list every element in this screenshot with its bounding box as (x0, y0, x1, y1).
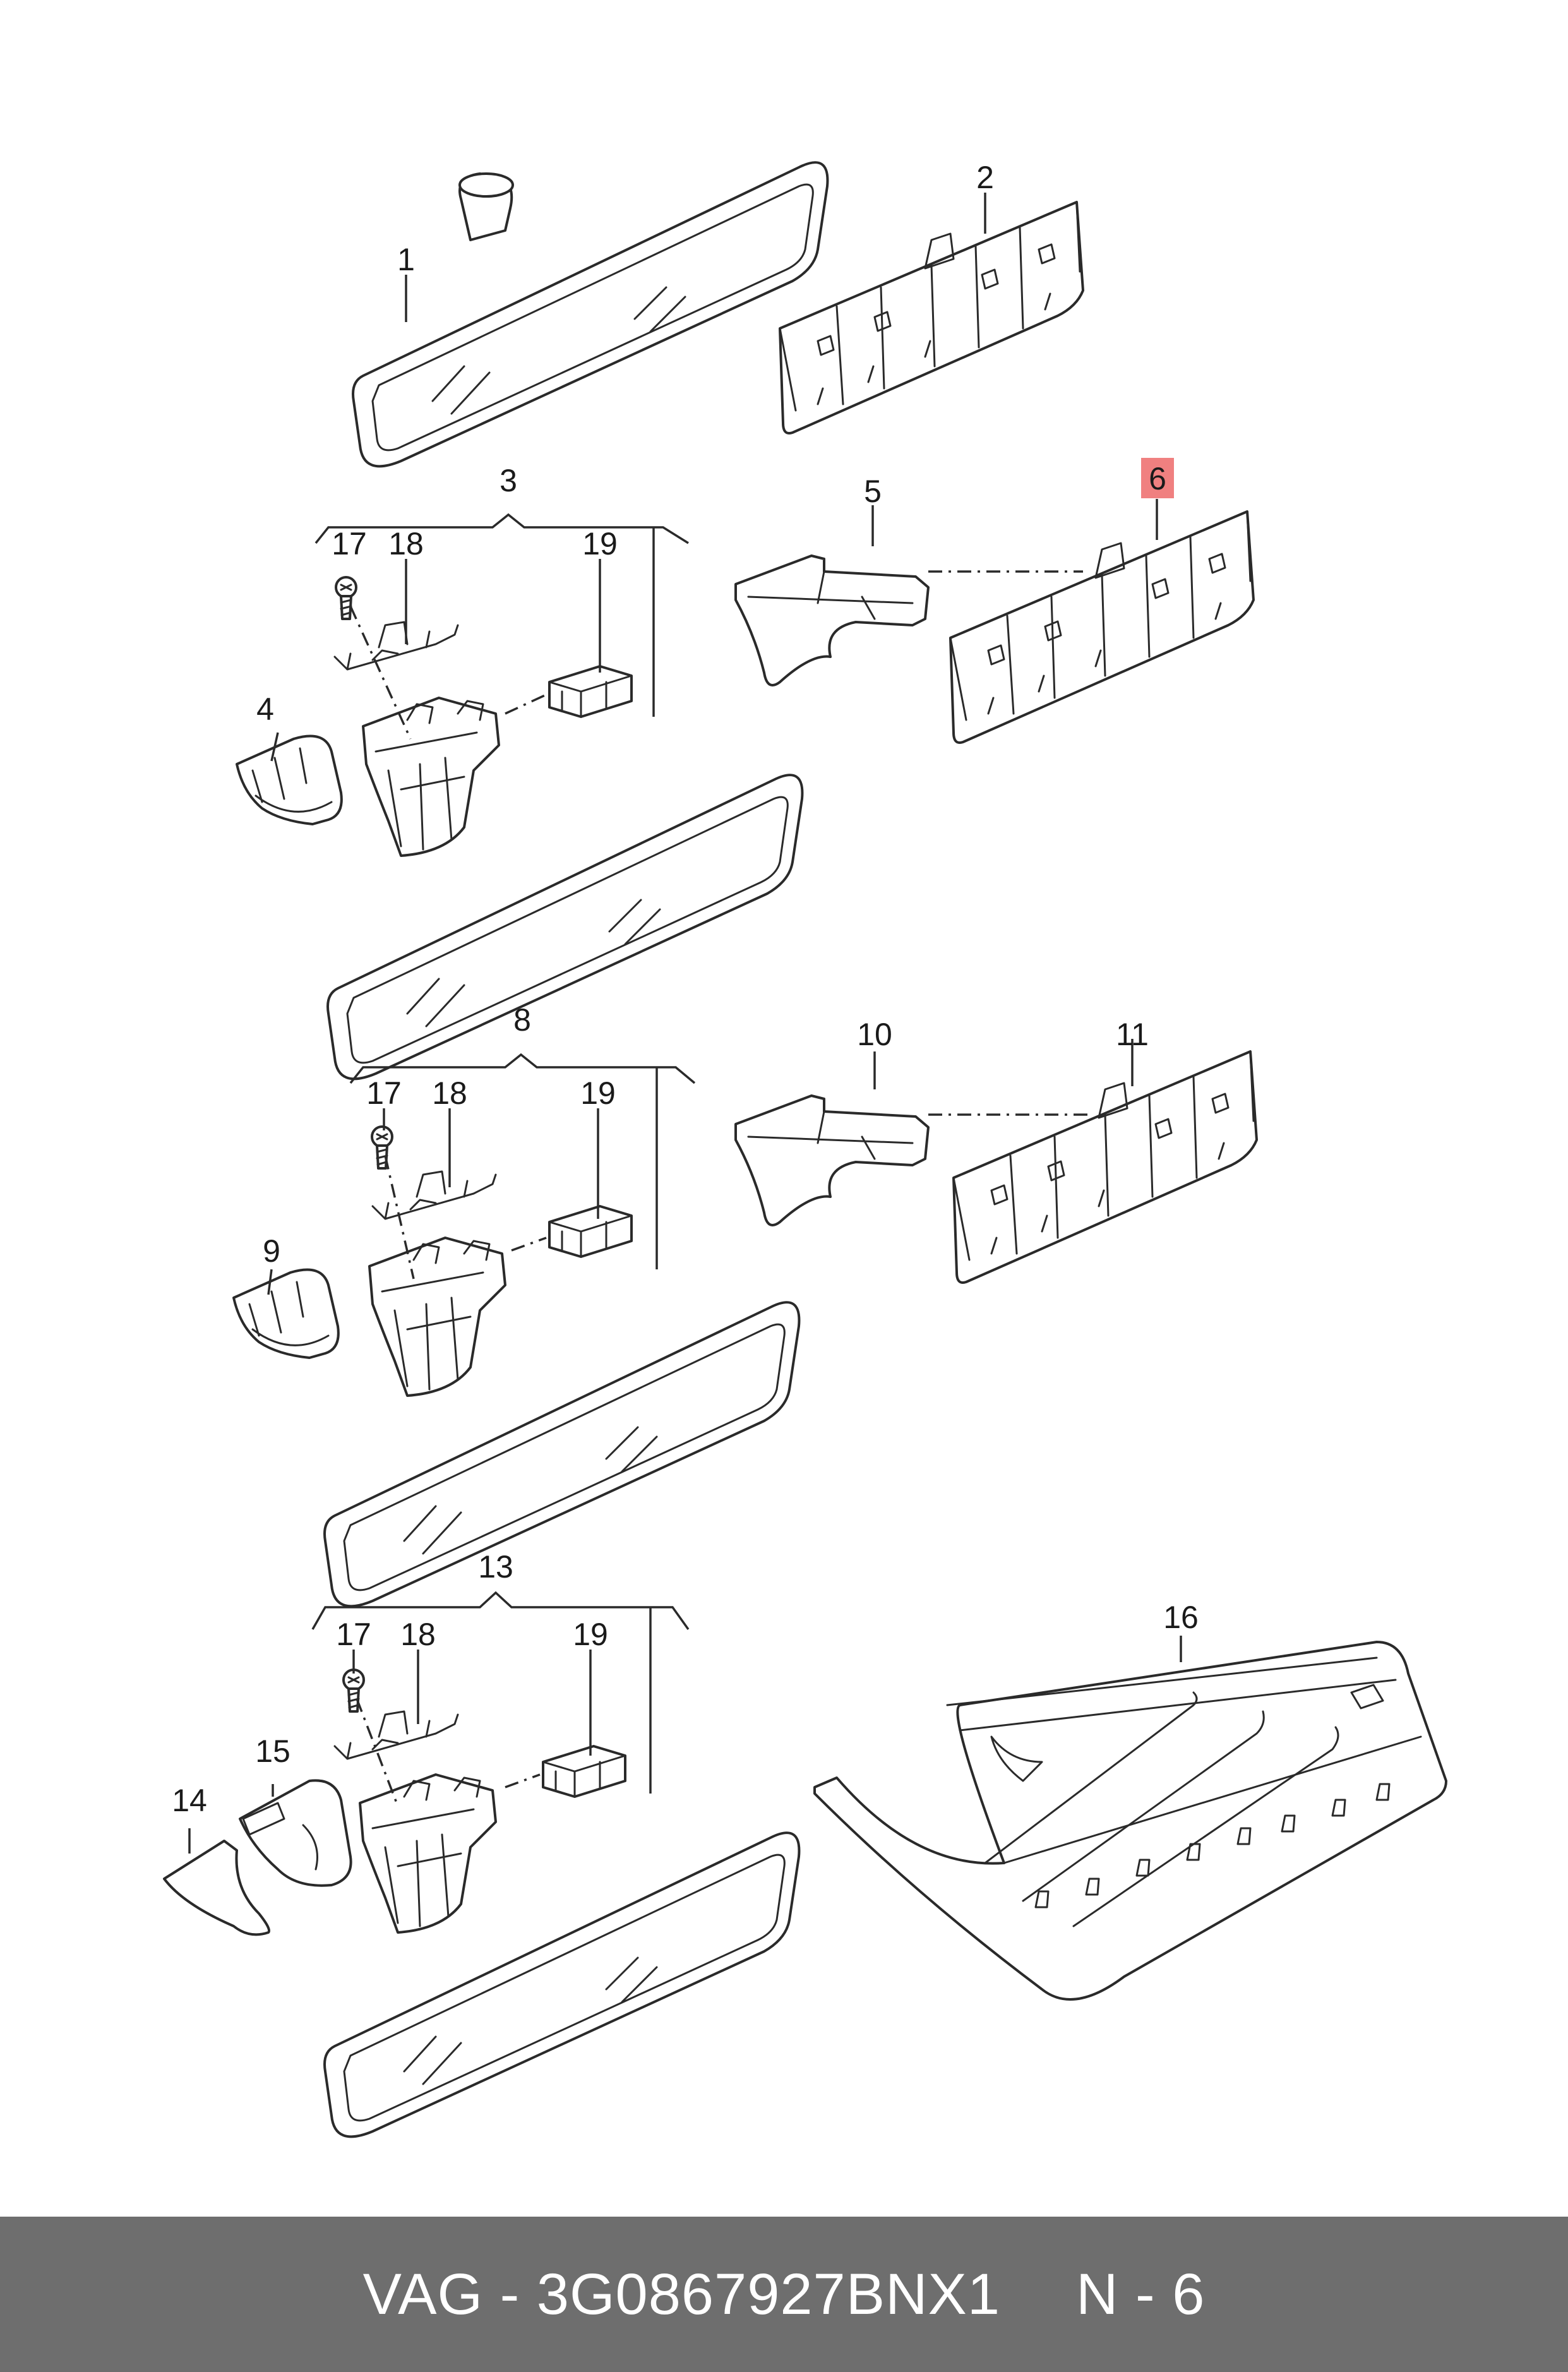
part-1-mirror (352, 161, 829, 468)
label-16: 16 (1163, 1600, 1199, 1635)
part-labels: 1 2 3 17 18 19 4 5 6 8 17 18 19 9 10 11 … (172, 160, 1199, 1818)
part-5-cover (734, 505, 930, 686)
group-13-assembly (163, 1591, 801, 2138)
label-17-b: 17 (366, 1075, 402, 1111)
group-8-assembly (232, 1053, 801, 1608)
label-2: 2 (976, 160, 994, 195)
label-1: 1 (397, 242, 415, 277)
label-14: 14 (172, 1783, 207, 1818)
label-3: 3 (500, 463, 517, 498)
label-13: 13 (478, 1549, 513, 1584)
group-3-assembly (236, 513, 804, 1081)
label-18-b: 18 (432, 1075, 467, 1111)
highlight-box (1141, 458, 1174, 498)
part-16-tray (813, 1636, 1447, 2001)
label-10: 10 (857, 1017, 892, 1052)
parts-diagram: 1 2 3 17 18 19 4 5 6 8 17 18 19 9 10 11 … (163, 160, 1447, 2138)
part-number-text: VAG - 3G0867927BNX1 (362, 2261, 1001, 2327)
label-8: 8 (513, 1002, 531, 1038)
part-2-trim (779, 193, 1084, 434)
label-15: 15 (255, 1734, 290, 1769)
diagram-position-text: N - 6 (1076, 2261, 1206, 2327)
label-19-c: 19 (573, 1617, 608, 1652)
label-9: 9 (263, 1233, 280, 1269)
label-18-a: 18 (388, 526, 424, 561)
part-10-cover (734, 1051, 930, 1226)
label-17-a: 17 (332, 526, 367, 561)
label-4: 4 (256, 692, 274, 727)
footer-bar: VAG - 3G0867927BNX1 N - 6 (0, 2217, 1568, 2372)
label-18-c: 18 (400, 1617, 436, 1652)
part-11-trim (952, 1039, 1258, 1284)
label-5: 5 (864, 474, 882, 509)
label-11: 11 (1116, 1017, 1149, 1052)
label-17-c: 17 (336, 1617, 371, 1652)
label-19-a: 19 (582, 526, 618, 561)
part-6-trim (949, 499, 1255, 744)
label-6: 6 (1149, 461, 1166, 496)
label-19-b: 19 (580, 1075, 616, 1111)
